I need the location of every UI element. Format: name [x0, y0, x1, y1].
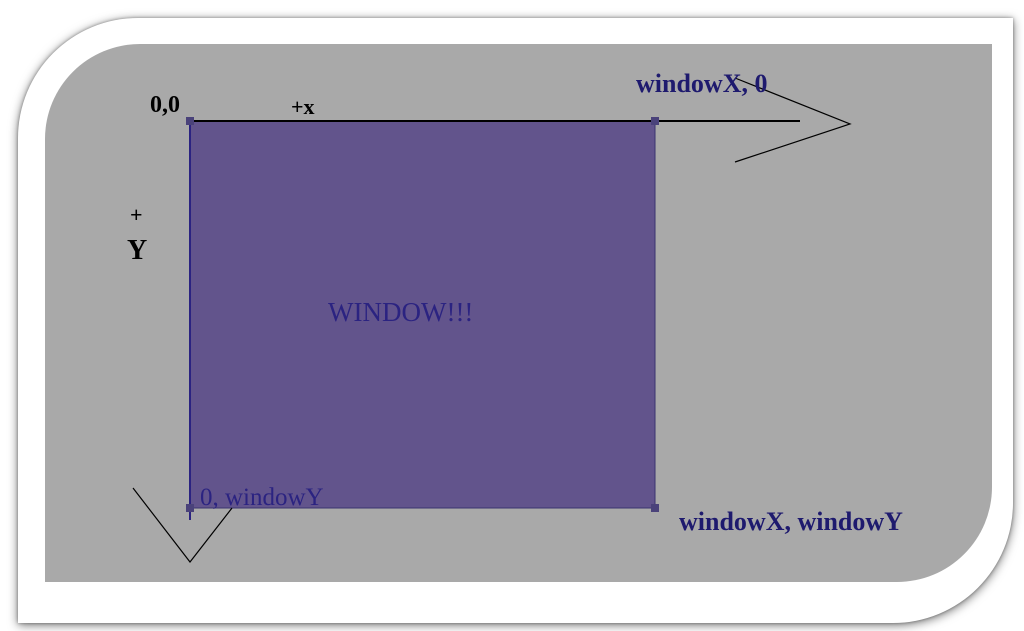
y-axis-label: Y: [127, 235, 147, 266]
window-label: WINDOW!!!: [328, 297, 473, 327]
corner-marker-bottom-left: [186, 504, 194, 512]
corner-marker-top-right: [651, 117, 659, 125]
corner-marker-top-left: [186, 117, 194, 125]
x-axis-label: +x: [291, 94, 315, 119]
bottom-left-label: 0, windowY: [200, 484, 324, 511]
top-right-label: windowX, 0: [636, 69, 767, 98]
bottom-right-label: windowX, windowY: [679, 507, 903, 536]
x-axis-arrowhead: [734, 77, 852, 163]
corner-marker-bottom-right: [651, 504, 659, 512]
y-axis-plus-label: +: [130, 202, 143, 227]
y-axis-arrowhead: [132, 487, 233, 563]
window-rect: [189, 120, 656, 509]
origin-label: 0,0: [150, 92, 180, 118]
